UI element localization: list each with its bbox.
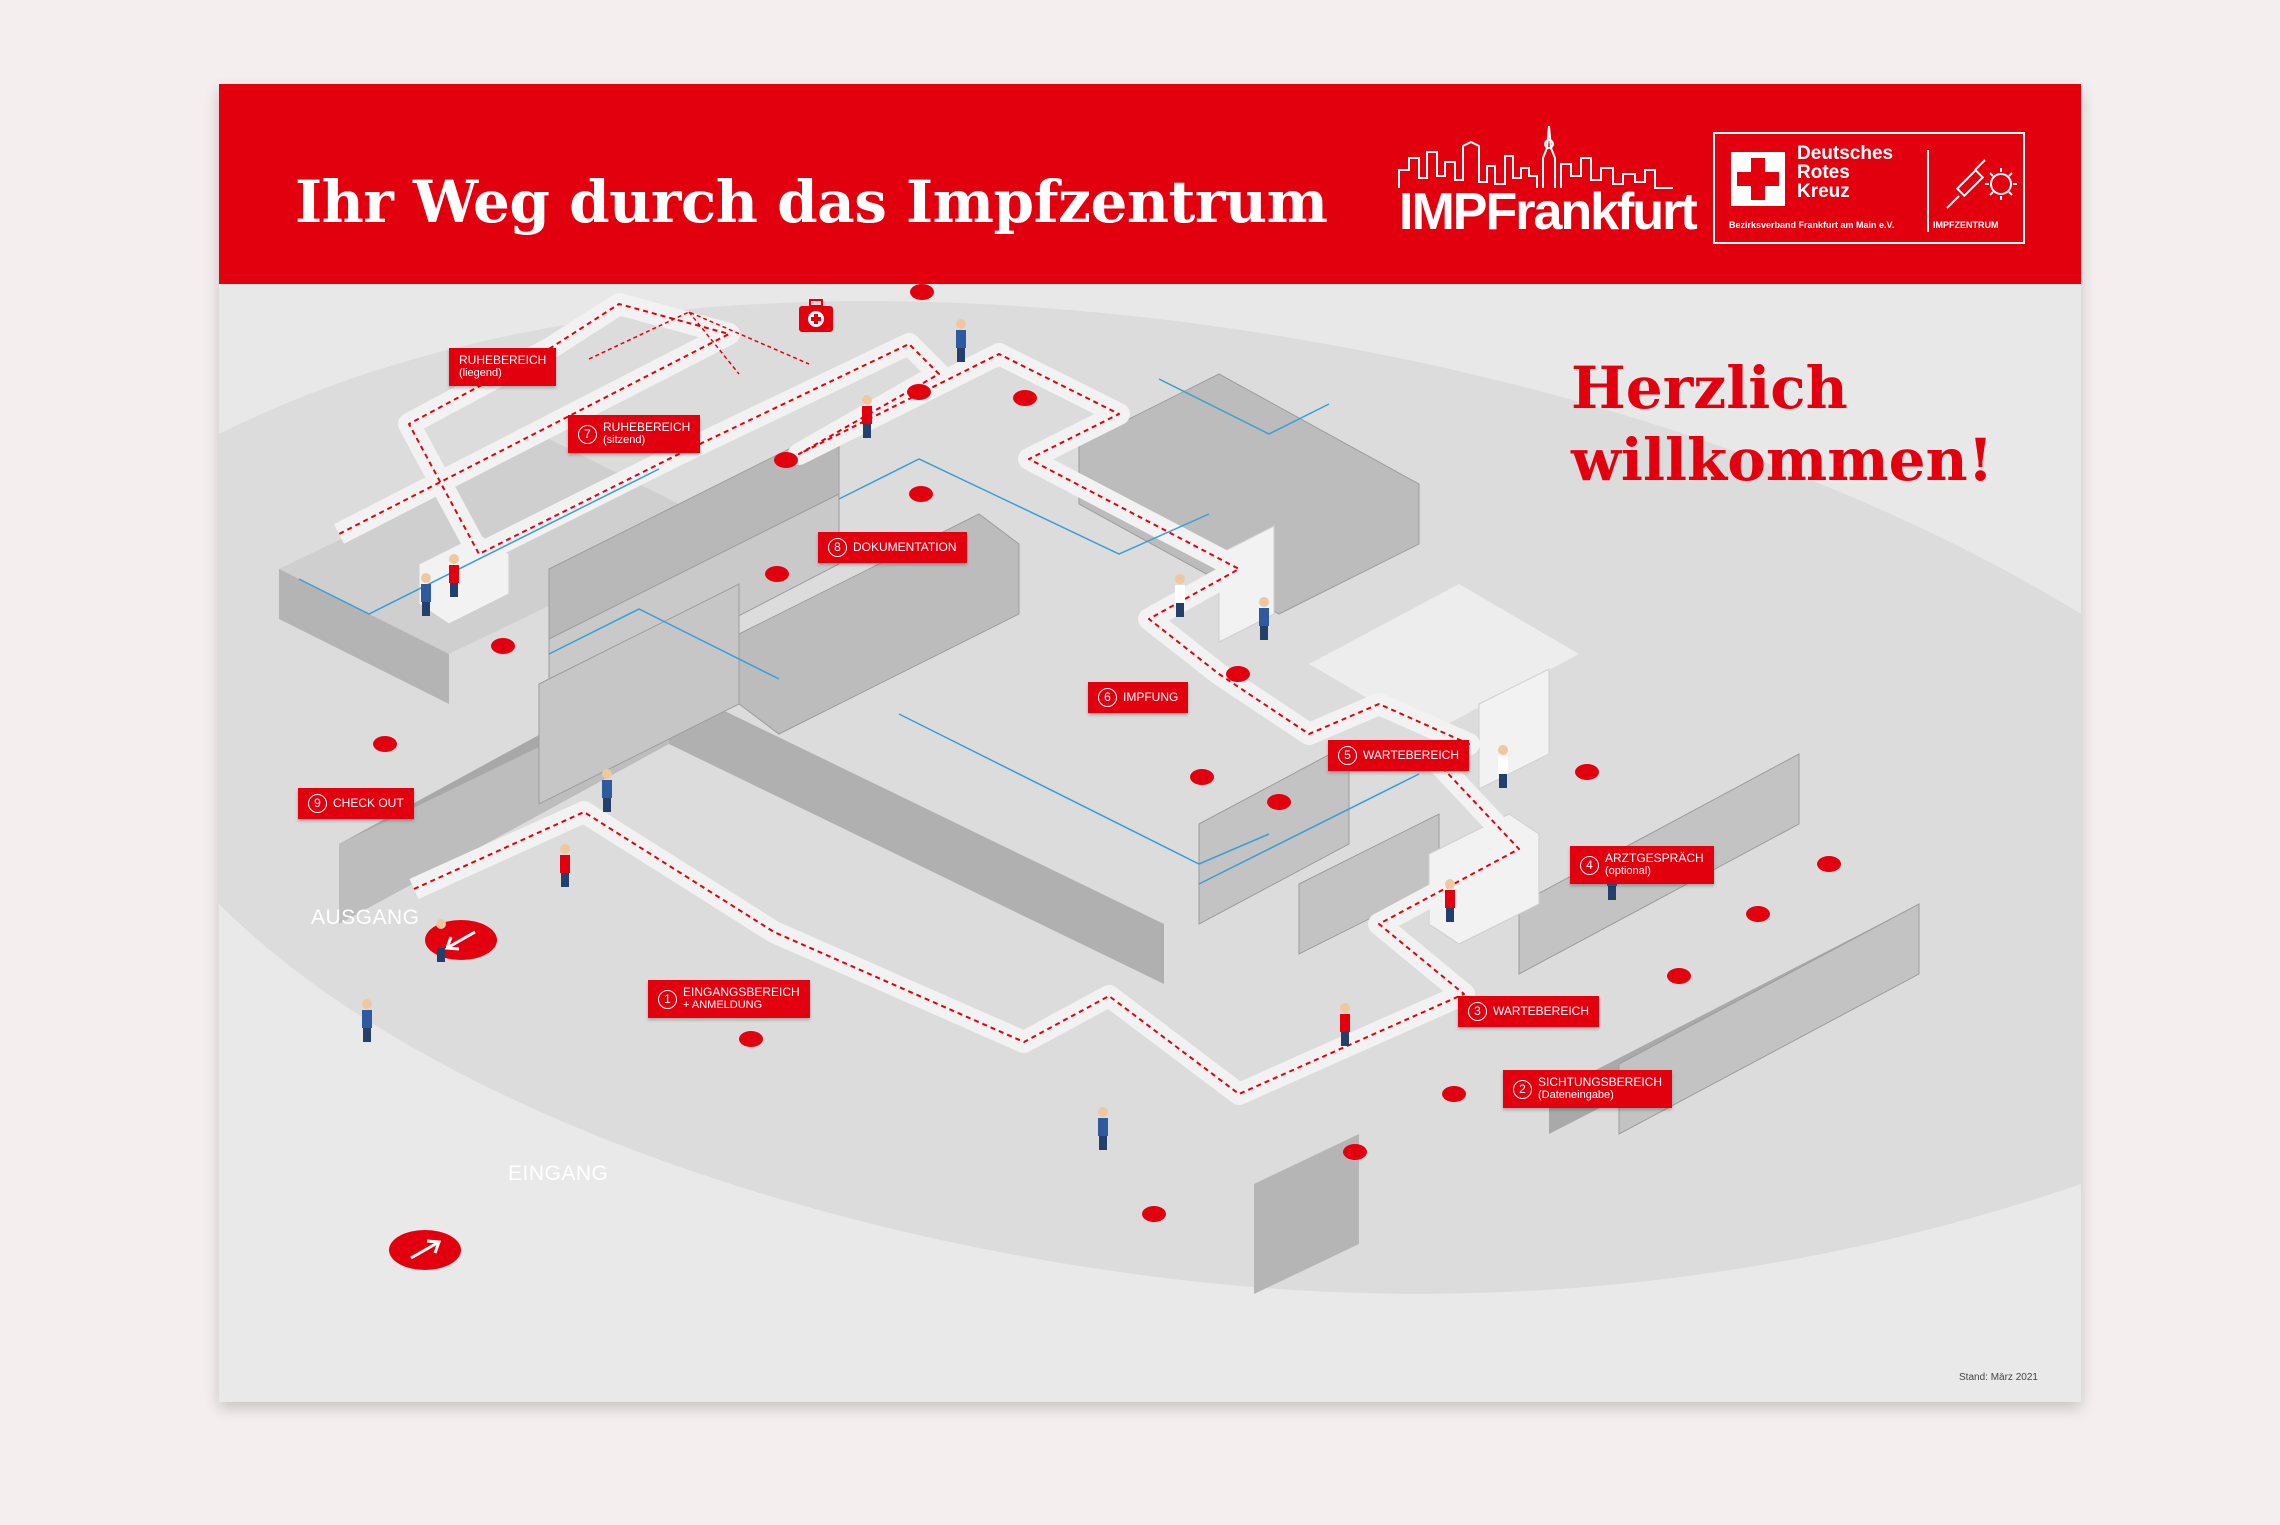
station-label-7: 7 RUHEBEREICH(sitzend)	[568, 415, 701, 453]
floor-shadow	[219, 904, 2081, 1402]
visitor-path-line	[338, 303, 1520, 1095]
entrance-label: EINGANG	[508, 1162, 609, 1185]
syringe-virus-icon	[1946, 159, 2017, 209]
booth-block-upper	[1078, 373, 1420, 615]
frankfurt-skyline-icon	[1398, 125, 1673, 189]
impfrankfurt-logo-text: IMPFrankfurt	[1399, 183, 1698, 241]
drk-divider	[1927, 150, 1929, 232]
welcome-message: Herzlich willkommen!	[1571, 354, 1994, 494]
first-aid-kit-icon	[799, 299, 833, 332]
path-arrow-markers	[373, 284, 1841, 1222]
stand-date: Stand: März 2021	[1959, 1372, 2038, 1383]
drk-name: Deutsches Rotes Kreuz	[1797, 143, 1894, 202]
station-label-3: 3 WARTEBEREICH	[1458, 996, 1600, 1027]
bottom-wall	[1254, 1134, 1359, 1294]
red-cross-icon	[1731, 152, 1785, 206]
drk-logo: Deutsches Rotes Kreuz Bezirksverband Fra…	[1713, 132, 2025, 244]
station-label-4: 4 ARZTGESPRÄCH(optional)	[1570, 846, 1714, 884]
header-bar: Ihr Weg durch das Impfzentrum IMPFrankfu…	[219, 84, 2081, 284]
station-label-ruhebereich-liegend: RUHEBEREICH(liegend)	[449, 348, 557, 386]
floor-plan-map	[219, 284, 2081, 1402]
station-label-5: 5 WARTEBEREICH	[1328, 740, 1470, 771]
drk-subline: Bezirksverband Frankfurt am Main e.V.	[1729, 220, 1895, 230]
station-label-6: 6 IMPFUNG	[1088, 682, 1189, 713]
long-wall	[669, 684, 1164, 984]
page-title: Ihr Weg durch das Impfzentrum	[295, 168, 1328, 236]
impfzentrum-label: IMPFZENTRUM	[1933, 220, 1999, 230]
station-label-1: 1 EINGANGSBEREICH+ ANMELDUNG	[648, 980, 810, 1018]
exit-label: AUSGANG	[311, 906, 420, 929]
cable-lines	[298, 378, 1420, 885]
booth-block-waiting	[1198, 743, 1440, 955]
doctor-booth	[1478, 668, 1550, 790]
poster: Ihr Weg durch das Impfzentrum IMPFrankfu…	[219, 84, 2081, 1402]
rest-area-wall	[279, 569, 449, 704]
station-label-8: 8 DOKUMENTATION	[818, 532, 967, 563]
station-label-2: 2 SICHTUNGSBEREICH(Dateneingabe)	[1503, 1070, 1673, 1108]
rest-area-guide	[588, 311, 810, 375]
booth-block-center	[538, 513, 1020, 805]
station-label-9: 9 CHECK OUT	[298, 788, 414, 819]
